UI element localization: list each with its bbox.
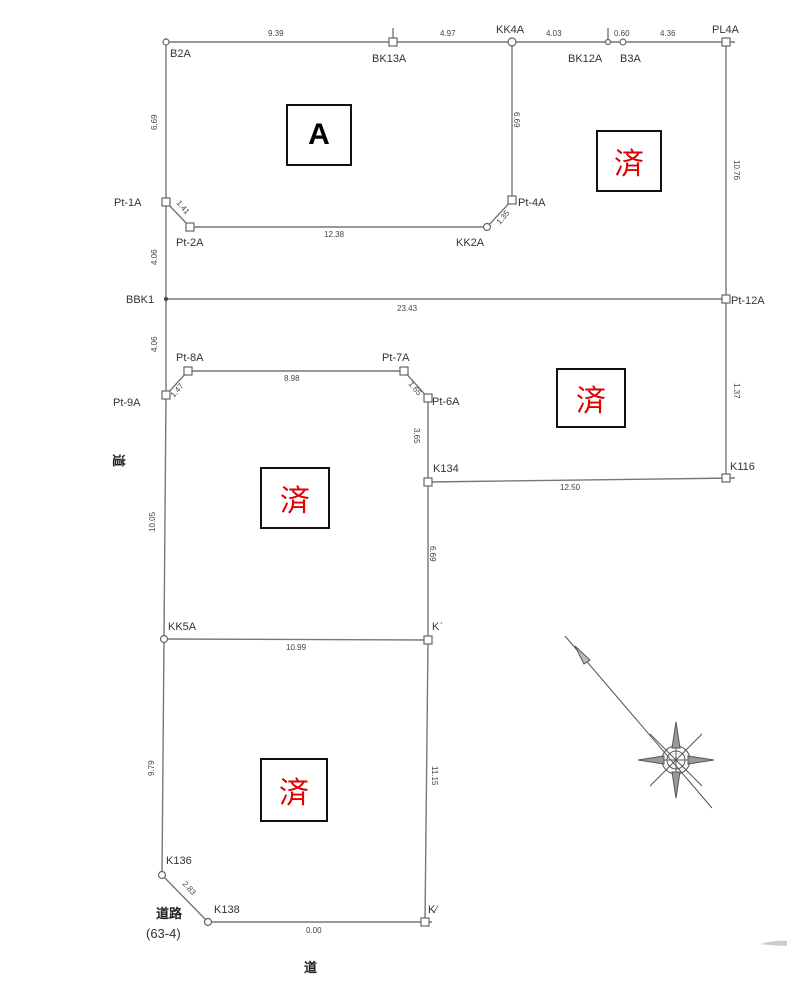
dim: 10.76 xyxy=(732,160,741,181)
label-pt1a: Pt-1A xyxy=(114,197,142,209)
dim: 1.35 xyxy=(495,208,512,226)
lot-a-badge[interactable]: A xyxy=(286,104,352,166)
dim: 9.79 xyxy=(147,760,156,776)
left-boundary xyxy=(161,38,167,876)
label-kk4a: KK4A xyxy=(496,24,525,36)
marker-pt9a xyxy=(161,390,171,400)
road-label-left: 道 xyxy=(110,454,126,467)
dim: 6.69 xyxy=(428,546,437,562)
marker-pt4a xyxy=(507,195,517,205)
dim: 0.60 xyxy=(614,29,630,38)
marker-pt1a xyxy=(161,197,171,207)
dim: 4.36 xyxy=(660,29,676,38)
label-k-mid: Kʿ xyxy=(432,621,443,633)
marker-b2a xyxy=(162,38,170,46)
dim: 8.98 xyxy=(284,374,300,383)
dim: 12.38 xyxy=(324,230,345,239)
dim: 4.06 xyxy=(150,249,159,265)
label-pt7a: Pt-7A xyxy=(382,352,410,364)
marker-bk12a xyxy=(604,38,612,46)
dim: 4.97 xyxy=(440,29,456,38)
marker-kk5a xyxy=(159,634,169,644)
label-pt12a: Pt-12A xyxy=(731,295,765,307)
dim: 4.06 xyxy=(150,336,159,352)
dim: 1.65 xyxy=(406,380,423,398)
dim: 2.83 xyxy=(181,879,198,897)
marker-bbk1 xyxy=(164,297,168,301)
dim: 11.15 xyxy=(430,766,439,786)
dim: 10.05 xyxy=(148,511,157,532)
label-bk13a: BK13A xyxy=(372,53,407,65)
edge-smudge xyxy=(760,940,787,946)
marker-k134 xyxy=(423,477,433,487)
survey-markers xyxy=(157,37,731,927)
road-corner-name: 道路 xyxy=(156,906,183,922)
marker-kk2a xyxy=(482,222,492,232)
label-pt6a: Pt-6A xyxy=(432,396,460,408)
marker-k-mid xyxy=(423,635,433,645)
dim: 6.69 xyxy=(512,112,521,128)
lot-sold-badge[interactable]: 済 xyxy=(260,467,330,529)
dim: 0.00 xyxy=(306,926,322,935)
marker-pt2a xyxy=(185,222,195,232)
label-pl4a: PL4A xyxy=(712,24,740,36)
dim: 1.47 xyxy=(169,381,186,399)
label-kk2a: KK2A xyxy=(456,237,485,249)
label-b3a: B3A xyxy=(620,53,641,65)
lot-sold-badge[interactable]: 済 xyxy=(556,368,626,428)
marker-pt12a xyxy=(721,294,731,304)
point-labels: B2A BK13A KK4A BK12A B3A PL4A Pt-1A Pt-2… xyxy=(113,24,765,916)
road-labels: 道 道 道路 (63-4) xyxy=(110,454,317,976)
dim: 10.99 xyxy=(286,643,307,652)
lot-sold-badge[interactable]: 済 xyxy=(260,758,328,822)
label-k138: K138 xyxy=(214,904,240,916)
label-bbk1: BBK1 xyxy=(126,294,154,306)
marker-pt6a xyxy=(423,393,433,403)
label-k-bottom: K⁄ xyxy=(428,904,439,916)
kk5a-boundary xyxy=(163,638,429,641)
marker-kk4a xyxy=(507,37,517,47)
label-k116: K116 xyxy=(730,461,755,473)
marker-b3a xyxy=(619,38,627,46)
label-pt4a: Pt-4A xyxy=(518,197,546,209)
lot-sold-badge[interactable]: 済 xyxy=(596,130,662,192)
k134-k116-boundary xyxy=(427,477,736,483)
dim: 1.37 xyxy=(732,383,741,399)
marker-pt8a xyxy=(183,366,193,376)
marker-k138 xyxy=(203,917,213,927)
label-kk5a: KK5A xyxy=(168,621,197,633)
label-k136: K136 xyxy=(166,855,192,867)
marker-k-bottom xyxy=(420,917,430,927)
dim: 9.39 xyxy=(268,29,284,38)
label-bk12a: BK12A xyxy=(568,53,603,65)
marker-pt7a xyxy=(399,366,409,376)
road-label-bottom: 道 xyxy=(304,960,317,976)
label-pt9a: Pt-9A xyxy=(113,397,141,409)
bottom-boundary xyxy=(161,874,432,923)
label-k134: K134 xyxy=(433,463,459,475)
marker-pl4a xyxy=(721,37,731,47)
marker-k136 xyxy=(157,870,167,880)
dim: 6.69 xyxy=(150,114,159,130)
dim: 4.03 xyxy=(546,29,562,38)
dim: 23.43 xyxy=(397,304,418,313)
north-arrow-icon xyxy=(564,635,715,809)
label-b2a: B2A xyxy=(170,48,191,60)
marker-k116 xyxy=(721,473,731,483)
dim: 3.65 xyxy=(412,428,421,444)
marker-bk13a xyxy=(388,37,398,47)
dim: 12.50 xyxy=(560,483,581,492)
road-corner-number: (63-4) xyxy=(146,926,181,941)
label-pt2a: Pt-2A xyxy=(176,237,204,249)
dimension-labels: 9.39 4.97 4.03 0.60 4.36 6.69 6.69 10.76… xyxy=(147,29,741,935)
label-pt8a: Pt-8A xyxy=(176,352,204,364)
